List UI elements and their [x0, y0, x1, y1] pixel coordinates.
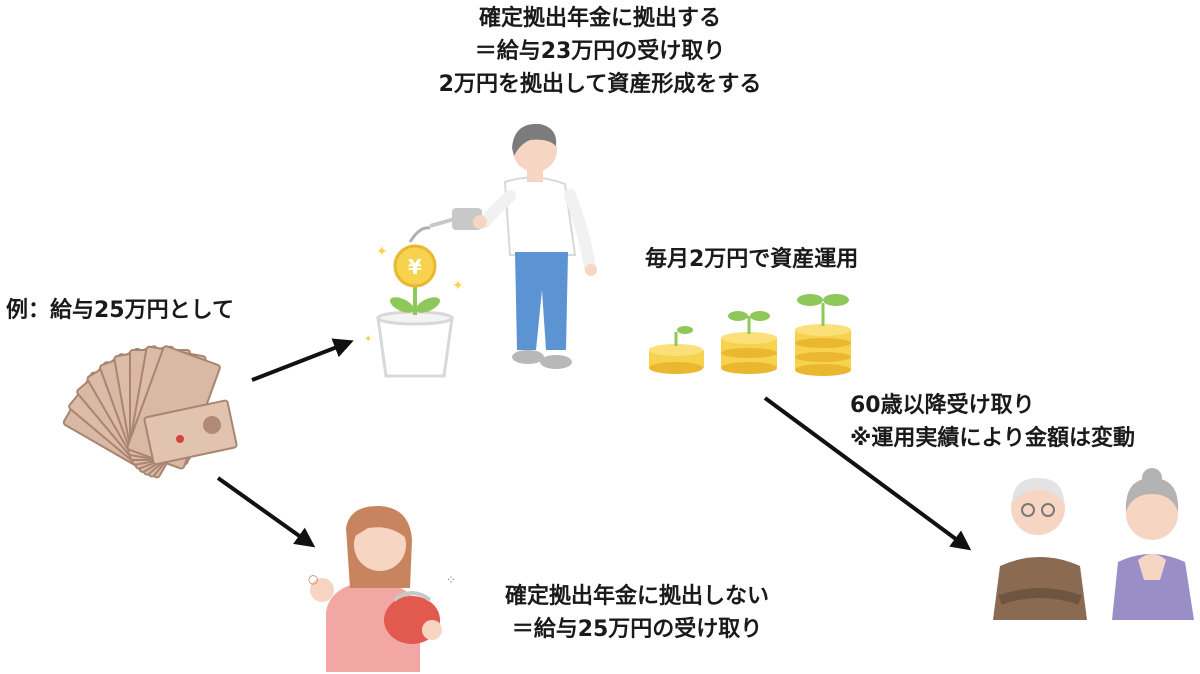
- elderly-couple-illustration: [993, 468, 1194, 620]
- no-contribute-line-2: ＝給与25万円の受け取り: [511, 617, 763, 642]
- man-watering-illustration: [408, 123, 597, 369]
- coin-stacks-with-sprouts: [649, 294, 851, 376]
- banknote-fan: [62, 345, 238, 479]
- payout-line-2: ※運用実績により金額は変動: [850, 426, 1135, 451]
- sparkle-icon: ✦: [364, 334, 372, 345]
- yen-icon: ¥: [408, 255, 422, 279]
- sparkle-icon: ✦: [376, 244, 388, 260]
- arrow-to-investment: [251, 338, 354, 382]
- arrow-to-retirement: [763, 396, 972, 551]
- monthly-investment-caption: 毎月2万円で資産運用: [645, 247, 859, 272]
- no-contribute-caption: 確定拠出年金に拠出しない ＝給与25万円の受け取り: [462, 580, 812, 646]
- arrow-to-no-contribution: [216, 476, 316, 548]
- contribute-line-2: ＝給与23万円の受け取り: [474, 39, 726, 64]
- payout-line-1: 60歳以降受け取り: [850, 393, 1035, 418]
- sparkle-icon: ⁘: [446, 573, 456, 587]
- contribute-line-3: 2万円を拠出して資産形成をする: [438, 72, 762, 97]
- example-caption: 例：給与25万円として: [6, 298, 234, 323]
- no-contribute-line-1: 確定拠出年金に拠出しない: [504, 584, 769, 609]
- sparkle-icon: ✦: [452, 278, 464, 294]
- payout-caption: 60歳以降受け取り ※運用実績により金額は変動: [850, 389, 1135, 455]
- woman-with-purse-illustration: ○ ⁘: [308, 505, 456, 672]
- contribute-line-1: 確定拠出年金に拠出する: [478, 6, 721, 31]
- ok-hand-icon: ○: [308, 572, 318, 586]
- yen-plant-pot: ¥ ✦ ✦ ✦: [364, 244, 464, 378]
- contribute-caption: 確定拠出年金に拠出する ＝給与23万円の受け取り 2万円を拠出して資産形成をする: [380, 2, 820, 101]
